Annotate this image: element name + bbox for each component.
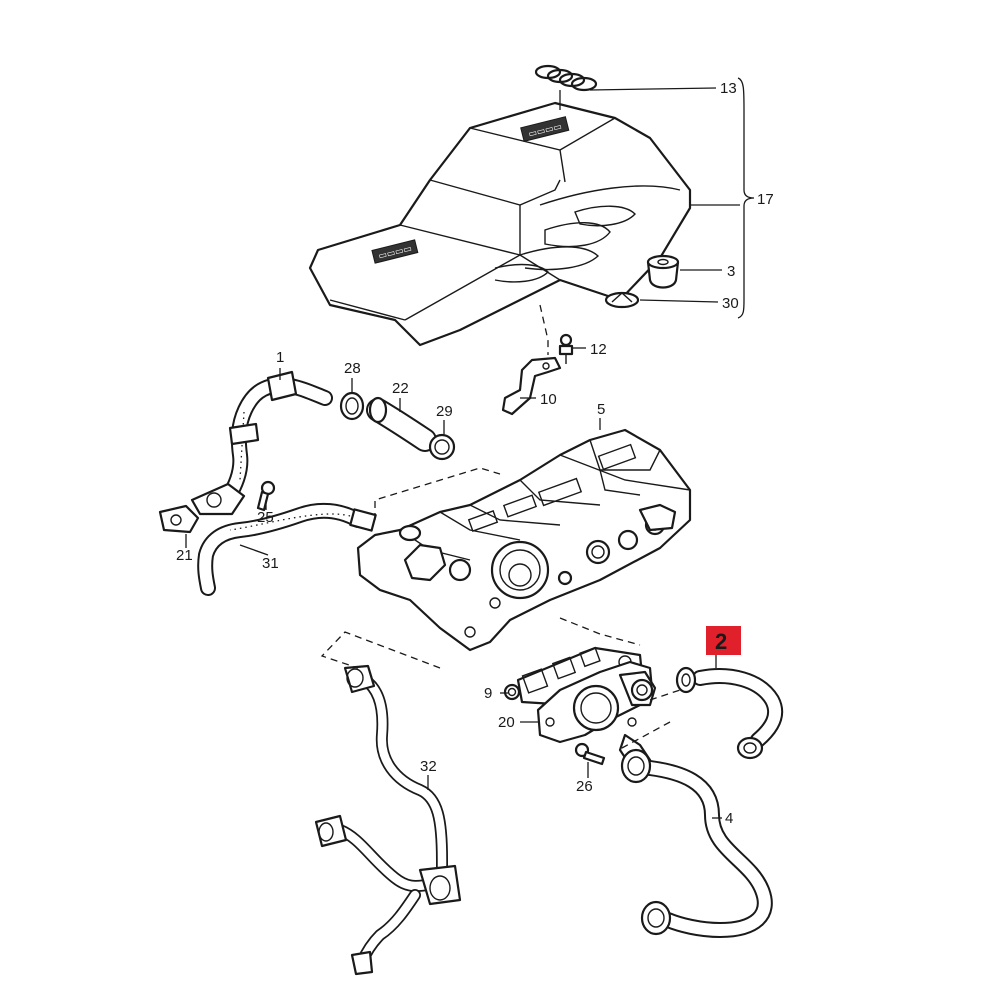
- bracket-part: [501, 356, 562, 416]
- callout-10: 10: [540, 391, 557, 408]
- callout-25: 25: [257, 509, 274, 526]
- callout-3: 3: [727, 263, 735, 280]
- hose-2-part: [675, 666, 784, 760]
- callout-4: 4: [725, 810, 733, 827]
- assembly-lines: [320, 304, 681, 749]
- callout-17: 17: [757, 191, 774, 208]
- cylinder-head-cover: [356, 428, 692, 652]
- callout-20: 20: [498, 714, 515, 731]
- callout-29: 29: [436, 403, 453, 420]
- hose-22-part: [366, 396, 437, 452]
- callout-21: 21: [176, 547, 193, 564]
- callout-9: 9: [484, 685, 492, 702]
- hose-31-part: [197, 502, 422, 596]
- four-rings-logo-icon: [534, 64, 598, 92]
- callout-2-highlighted: 2: [715, 629, 727, 654]
- callout-12: 12: [590, 341, 607, 358]
- callout-31: 31: [262, 555, 279, 572]
- leader-lines: [185, 87, 740, 819]
- highlight-box: [706, 626, 741, 655]
- bolt-26-part: [574, 742, 606, 766]
- hose-4-part: [620, 748, 773, 938]
- group-bracket-17: [737, 77, 755, 319]
- engine-cover: ▭▭▭▭ ▭▭▭▭: [308, 101, 692, 347]
- callout-13: 13: [720, 80, 737, 97]
- rubber-mount-part: [646, 254, 680, 289]
- clamp-29-part: [428, 433, 456, 461]
- callout-5: 5: [597, 401, 605, 418]
- bolt-12-part: [558, 333, 574, 364]
- hose-32-part: [314, 664, 462, 976]
- callout-32: 32: [420, 758, 437, 775]
- callout-labels: 13 17 3 30 12 10 5 1 28 22 29 25 21 31 9…: [176, 80, 774, 827]
- callout-22: 22: [392, 380, 409, 397]
- bolt-25-part: [256, 480, 276, 512]
- callout-28: 28: [344, 360, 361, 377]
- callout-26: 26: [576, 778, 593, 795]
- clamp-28-part: [339, 391, 365, 421]
- callout-1: 1: [276, 349, 284, 366]
- washer-part: [604, 291, 640, 309]
- breather-pipe-1: [158, 370, 333, 534]
- callout-30: 30: [722, 295, 739, 312]
